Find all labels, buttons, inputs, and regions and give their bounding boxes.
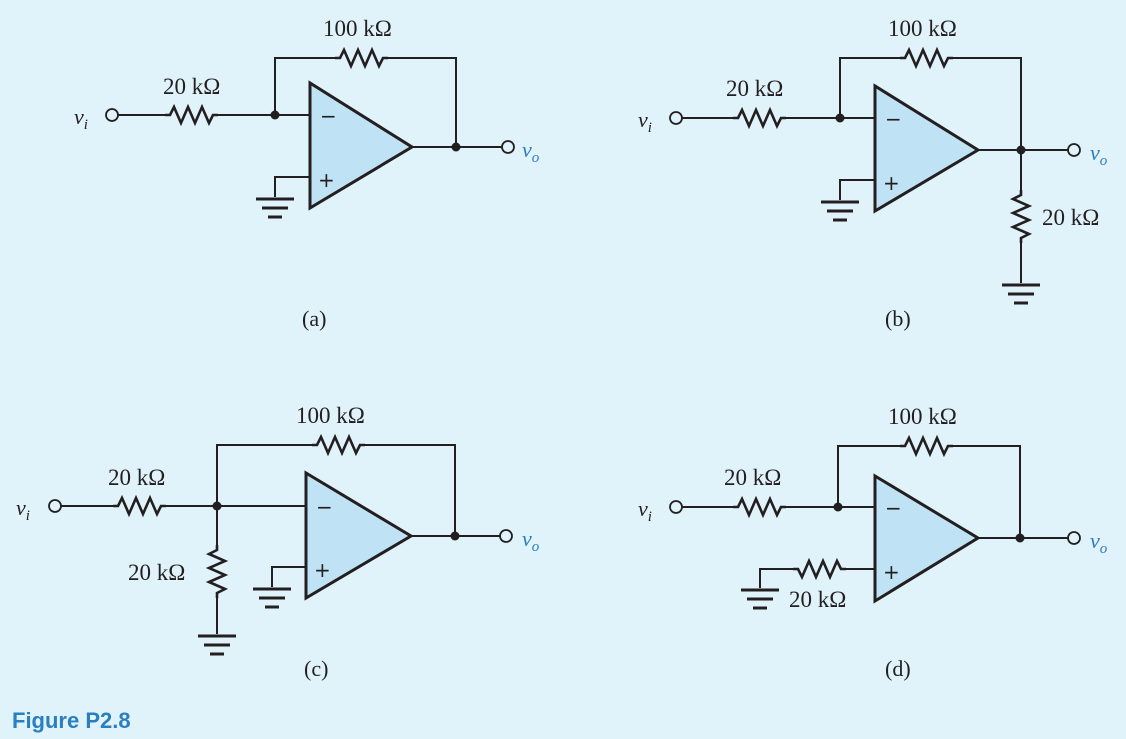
inverting-sign-a: − bbox=[320, 104, 337, 128]
caption-d: (d) bbox=[885, 656, 911, 681]
load-resistor-label-b: 20 kΩ bbox=[1042, 205, 1099, 230]
opamp-d bbox=[873, 473, 981, 604]
node-dot-c1 bbox=[212, 501, 222, 511]
circuit-a: − + 100 kΩ 20 kΩ vi vo (a) bbox=[74, 16, 540, 331]
node-dot-a2 bbox=[451, 142, 461, 152]
output-label-c: vo bbox=[522, 526, 540, 555]
feedback-resistor-a bbox=[335, 46, 388, 70]
opamp-a bbox=[308, 80, 415, 211]
ground-symbol-b1 bbox=[821, 200, 859, 222]
input-resistor-d bbox=[733, 495, 786, 519]
noninverting-sign-b: + bbox=[883, 171, 900, 195]
feedback-resistor-label-d: 100 kΩ bbox=[888, 404, 957, 429]
output-terminal-b bbox=[1067, 143, 1081, 157]
input-resistor-label-a: 20 kΩ bbox=[163, 74, 220, 99]
ground-symbol-c1 bbox=[253, 587, 291, 609]
node-dot-c2 bbox=[450, 531, 460, 541]
output-terminal-c bbox=[499, 529, 513, 543]
output-terminal-d bbox=[1067, 531, 1081, 545]
input-label-c: vi bbox=[16, 495, 30, 524]
input-label-a: vi bbox=[74, 104, 88, 133]
input-resistor-b bbox=[733, 106, 786, 130]
noninverting-sign-a: + bbox=[318, 168, 335, 192]
feedback-resistor-c bbox=[312, 433, 365, 457]
node-dot-d1 bbox=[833, 502, 843, 512]
input-resistor-label-b: 20 kΩ bbox=[726, 76, 783, 101]
node-dot-b1 bbox=[835, 113, 845, 123]
feedback-resistor-label-c: 100 kΩ bbox=[296, 403, 365, 428]
ground-symbol-c2 bbox=[198, 634, 236, 656]
circuit-b: − + 100 kΩ 20 kΩ 20 kΩ vi vo (b) bbox=[638, 16, 1108, 331]
caption-b: (b) bbox=[885, 306, 911, 331]
ground-symbol-d bbox=[741, 588, 779, 610]
inverting-sign-c: − bbox=[316, 495, 333, 519]
output-label-d: vo bbox=[1090, 528, 1108, 557]
noninverting-resistor-d bbox=[793, 557, 846, 581]
output-terminal-a bbox=[501, 140, 515, 154]
noninverting-sign-d: + bbox=[883, 560, 900, 584]
input-label-b: vi bbox=[638, 107, 652, 136]
shunt-resistor-label-c: 20 kΩ bbox=[128, 560, 185, 585]
opamp-b bbox=[873, 83, 981, 214]
caption-a: (a) bbox=[302, 306, 326, 331]
caption-c: (c) bbox=[304, 656, 328, 681]
noninverting-sign-c: + bbox=[314, 558, 331, 582]
input-resistor-c bbox=[113, 494, 166, 518]
input-terminal-c bbox=[48, 499, 62, 513]
output-label-a: vo bbox=[522, 137, 540, 166]
input-resistor-a bbox=[165, 103, 218, 127]
feedback-resistor-label-a: 100 kΩ bbox=[323, 16, 392, 41]
node-dot-a1 bbox=[270, 110, 280, 120]
feedback-resistor-b bbox=[900, 46, 953, 70]
ground-symbol-b2 bbox=[1002, 283, 1040, 305]
node-dot-b2 bbox=[1016, 145, 1026, 155]
input-terminal-b bbox=[669, 111, 683, 125]
input-label-d: vi bbox=[638, 496, 652, 525]
noninverting-resistor-label-d: 20 kΩ bbox=[789, 587, 846, 612]
input-terminal-d bbox=[669, 500, 683, 514]
input-terminal-a bbox=[105, 108, 119, 122]
input-resistor-label-d: 20 kΩ bbox=[724, 465, 781, 490]
circuit-d: − + 100 kΩ 20 kΩ 20 kΩ vi vo (d) bbox=[638, 404, 1108, 681]
opamp-c bbox=[304, 470, 414, 601]
input-resistor-label-c: 20 kΩ bbox=[108, 465, 165, 490]
feedback-resistor-d bbox=[900, 434, 953, 458]
shunt-resistor-c bbox=[205, 545, 229, 598]
load-resistor-b bbox=[1009, 190, 1033, 243]
inverting-sign-b: − bbox=[885, 107, 902, 131]
inverting-sign-d: − bbox=[885, 496, 902, 520]
circuit-c: − + 100 kΩ 20 kΩ 20 kΩ vi vo (c) bbox=[16, 403, 540, 681]
figure-label: Figure P2.8 bbox=[12, 708, 131, 733]
output-label-b: vo bbox=[1090, 140, 1108, 169]
node-dot-d2 bbox=[1015, 533, 1025, 543]
feedback-resistor-label-b: 100 kΩ bbox=[888, 16, 957, 41]
ground-symbol-a bbox=[256, 197, 294, 219]
